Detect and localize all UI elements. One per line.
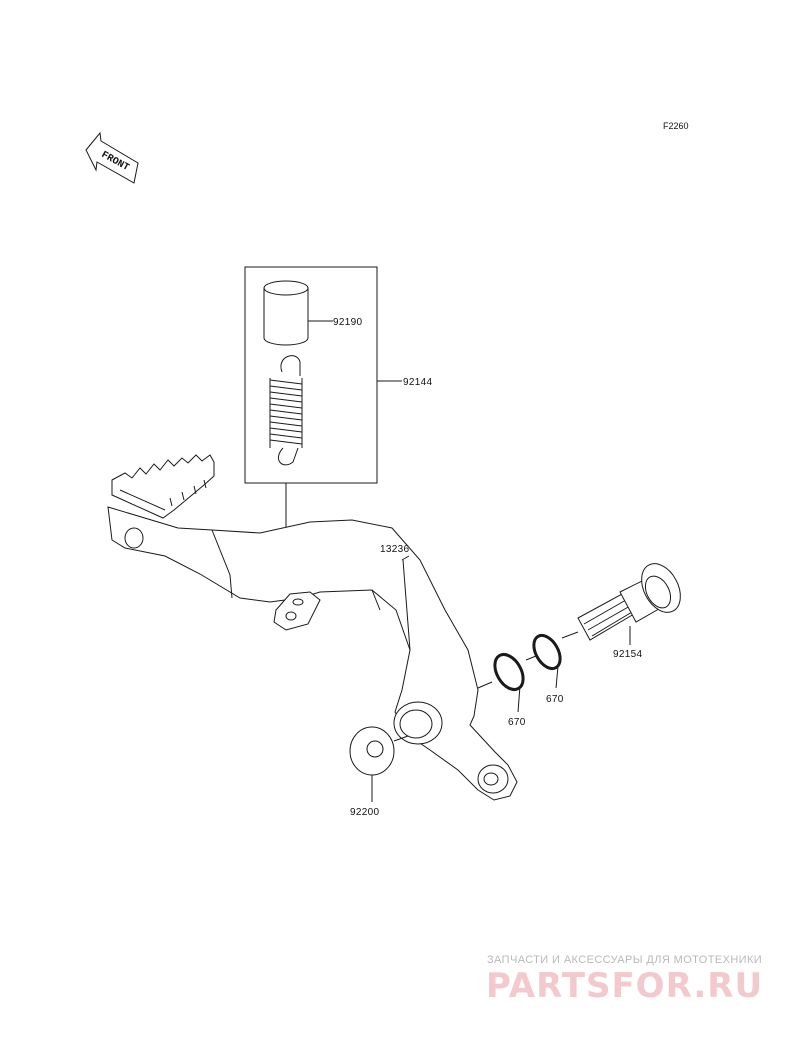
collar-part bbox=[263, 280, 333, 346]
part-number-92190: 92190 bbox=[333, 317, 362, 328]
figure-code: F2260 bbox=[663, 121, 689, 131]
front-arrow-icon: FRONT bbox=[85, 131, 139, 184]
brake-pedal-part bbox=[107, 454, 518, 801]
part-number-92144: 92144 bbox=[403, 377, 432, 388]
part-number-13236: 13236 bbox=[380, 544, 409, 555]
spring-kit-box bbox=[244, 266, 378, 484]
return-spring-part bbox=[269, 355, 303, 466]
part-number-670-inner: 670 bbox=[508, 717, 526, 728]
pivot-bolt-part bbox=[561, 563, 681, 645]
washer-part bbox=[349, 726, 409, 802]
part-number-92154: 92154 bbox=[613, 649, 642, 660]
watermark-logo: PARTSFOR.RU bbox=[486, 966, 763, 1006]
o-ring-inner-part bbox=[477, 652, 525, 713]
part-number-92200: 92200 bbox=[350, 807, 379, 818]
watermark-tagline: ЗАПЧАСТИ И АКСЕССУАРЫ ДЛЯ МОТОТЕХНИКИ bbox=[487, 954, 762, 966]
o-ring-outer-part bbox=[525, 633, 562, 689]
part-number-670-outer: 670 bbox=[546, 694, 564, 705]
